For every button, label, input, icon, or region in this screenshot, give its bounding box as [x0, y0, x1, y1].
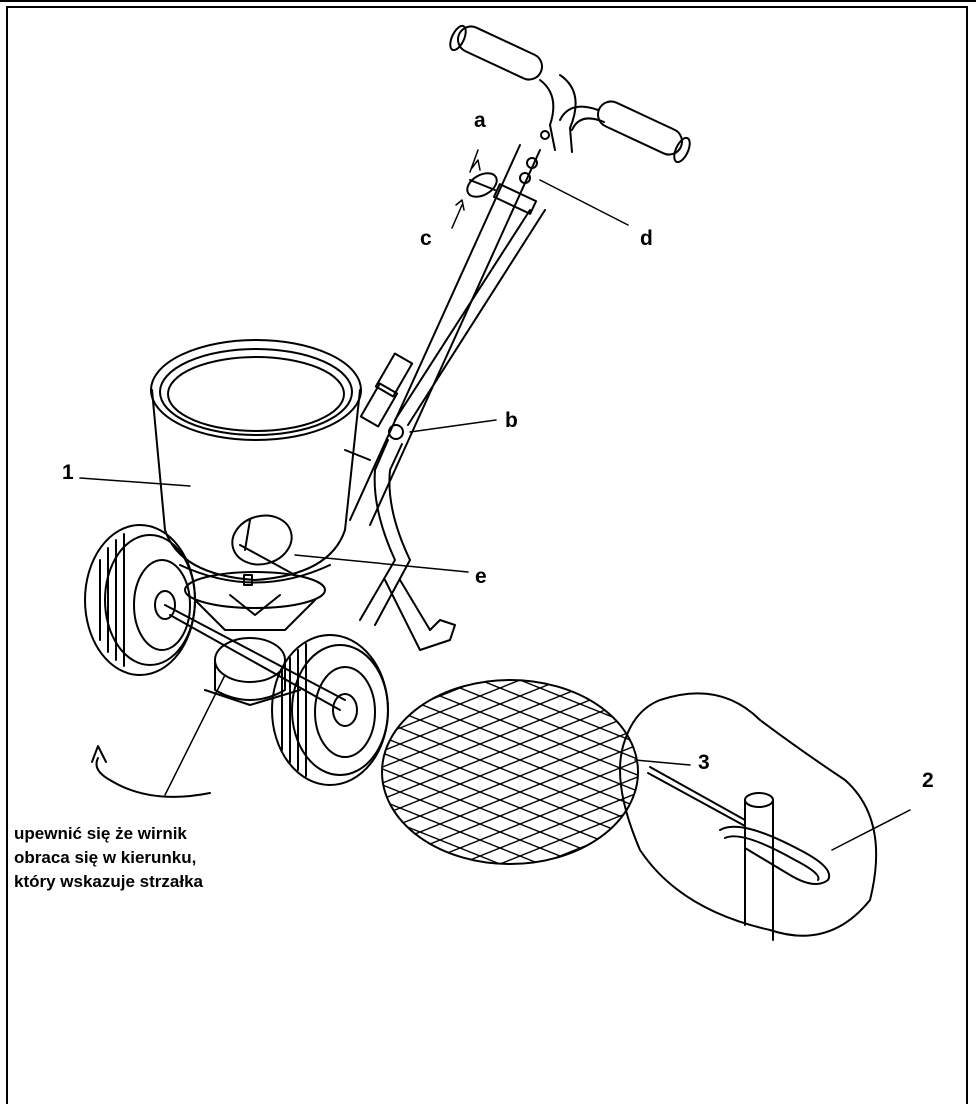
leader-b [409, 419, 497, 433]
leader-c [451, 204, 463, 229]
mesh-screen [381, 679, 639, 865]
leader-e [294, 554, 469, 573]
handle-shaft [349, 130, 550, 626]
note-line-1: upewnić się że wirnik [14, 824, 187, 843]
label-a: a [474, 109, 486, 132]
right-wheel [271, 634, 389, 786]
stand-foot [384, 579, 456, 651]
left-wheel [84, 524, 196, 676]
spinner [184, 571, 326, 706]
rotation-note: upewnić się że wirnik obraca się w kieru… [14, 822, 203, 894]
leader-lines [79, 149, 911, 851]
label-2: 2 [922, 769, 934, 792]
axle-lower [169, 614, 341, 711]
axle [164, 604, 346, 701]
note-line-2: obraca się w kierunku, [14, 848, 197, 867]
label-b: b [505, 409, 518, 432]
label-1: 1 [62, 461, 74, 484]
label-d: d [640, 227, 653, 250]
leader-d [539, 179, 629, 226]
arrow-a-icon [471, 159, 481, 171]
handle-grips [449, 24, 691, 164]
arrow-c-icon [455, 199, 465, 211]
top-rule [0, 0, 976, 2]
label-e: e [475, 565, 487, 588]
leader-3 [634, 759, 691, 766]
note-line-3: który wskazuje strzałka [14, 872, 203, 891]
hopper [150, 339, 371, 584]
leader-2 [831, 809, 911, 851]
leader-note [164, 674, 226, 796]
figure-frame [6, 6, 968, 1104]
rotation-arrow [91, 745, 211, 798]
label-c: c [420, 227, 432, 250]
label-3: 3 [698, 751, 710, 774]
pin-detail [619, 692, 878, 941]
leader-1 [79, 477, 191, 487]
